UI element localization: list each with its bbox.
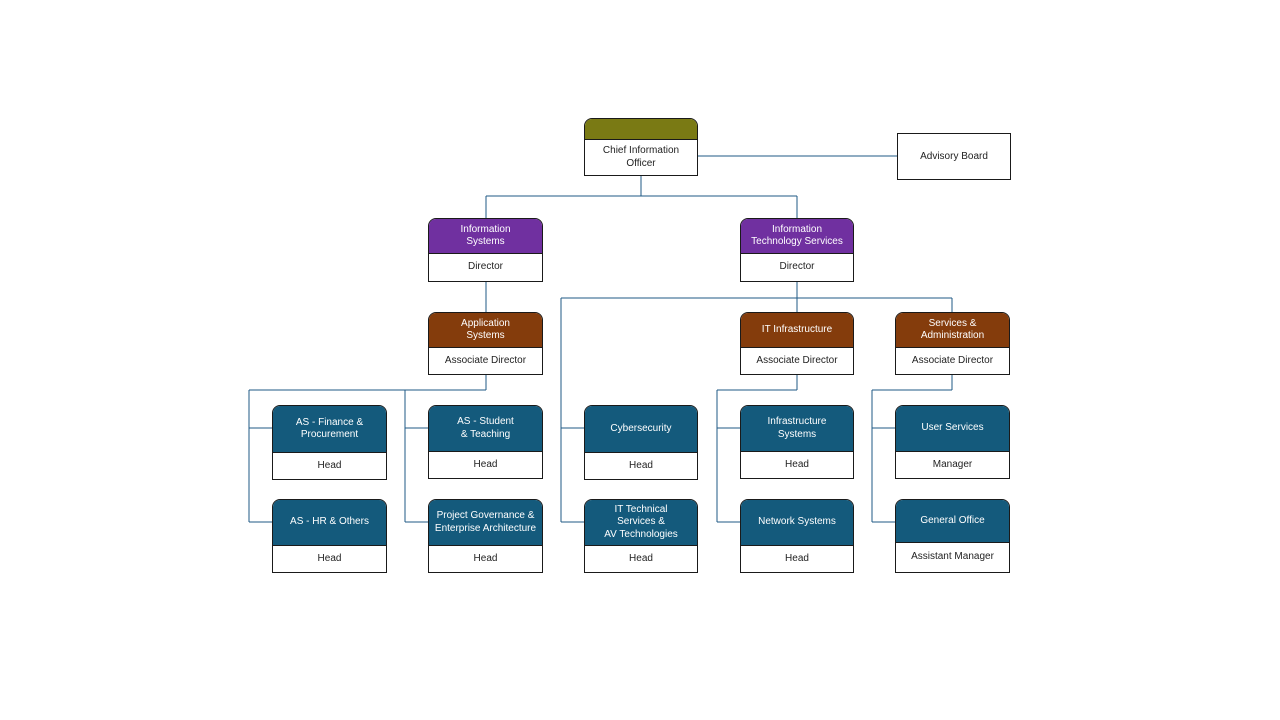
node-application-systems-role: Associate Director xyxy=(429,348,542,374)
node-project-governance-role: Head xyxy=(429,546,542,572)
node-network-systems-title: Network Systems xyxy=(741,500,853,546)
node-infrastructure-systems: Infrastructure Systems Head xyxy=(740,405,854,479)
node-it-technical-services-role: Head xyxy=(585,546,697,572)
node-user-services-role: Manager xyxy=(896,452,1009,478)
node-project-governance-title: Project Governance & Enterprise Architec… xyxy=(429,500,542,546)
node-services-administration-title: Services & Administration xyxy=(896,313,1009,348)
node-information-systems-title: Information Systems xyxy=(429,219,542,254)
node-as-hr-others: AS - HR & Others Head xyxy=(272,499,387,573)
node-information-systems: Information Systems Director xyxy=(428,218,543,282)
node-it-technical-services-title: IT Technical Services & AV Technologies xyxy=(585,500,697,546)
node-user-services-title: User Services xyxy=(896,406,1009,452)
node-it-infrastructure-role: Associate Director xyxy=(741,348,853,374)
node-as-finance-procurement-title: AS - Finance & Procurement xyxy=(273,406,386,453)
node-information-systems-role: Director xyxy=(429,254,542,281)
node-network-systems-role: Head xyxy=(741,546,853,572)
node-cio-role: Chief Information Officer xyxy=(585,140,697,175)
node-as-hr-others-title: AS - HR & Others xyxy=(273,500,386,546)
node-it-infrastructure: IT Infrastructure Associate Director xyxy=(740,312,854,375)
node-services-administration: Services & Administration Associate Dire… xyxy=(895,312,1010,375)
node-as-student-teaching-role: Head xyxy=(429,452,542,478)
node-as-student-teaching-title: AS - Student & Teaching xyxy=(429,406,542,452)
node-services-administration-role: Associate Director xyxy=(896,348,1009,374)
node-network-systems: Network Systems Head xyxy=(740,499,854,573)
node-as-hr-others-role: Head xyxy=(273,546,386,572)
node-general-office: General Office Assistant Manager xyxy=(895,499,1010,573)
node-as-finance-procurement-role: Head xyxy=(273,453,386,479)
node-infrastructure-systems-role: Head xyxy=(741,452,853,478)
node-as-finance-procurement: AS - Finance & Procurement Head xyxy=(272,405,387,480)
node-application-systems-title: Application Systems xyxy=(429,313,542,348)
node-cybersecurity-role: Head xyxy=(585,453,697,479)
node-cybersecurity-title: Cybersecurity xyxy=(585,406,697,453)
node-information-technology-services: Information Technology Services Director xyxy=(740,218,854,282)
node-general-office-role: Assistant Manager xyxy=(896,543,1009,572)
node-general-office-title: General Office xyxy=(896,500,1009,543)
node-user-services: User Services Manager xyxy=(895,405,1010,479)
node-cio-header xyxy=(585,119,697,140)
node-cio: Chief Information Officer xyxy=(584,118,698,176)
node-it-infrastructure-title: IT Infrastructure xyxy=(741,313,853,348)
node-cybersecurity: Cybersecurity Head xyxy=(584,405,698,480)
node-information-technology-services-role: Director xyxy=(741,254,853,281)
node-project-governance: Project Governance & Enterprise Architec… xyxy=(428,499,543,573)
node-infrastructure-systems-title: Infrastructure Systems xyxy=(741,406,853,452)
node-as-student-teaching: AS - Student & Teaching Head xyxy=(428,405,543,479)
node-application-systems: Application Systems Associate Director xyxy=(428,312,543,375)
node-it-technical-services: IT Technical Services & AV Technologies … xyxy=(584,499,698,573)
node-information-technology-services-title: Information Technology Services xyxy=(741,219,853,254)
node-advisory-board: Advisory Board xyxy=(897,133,1011,180)
